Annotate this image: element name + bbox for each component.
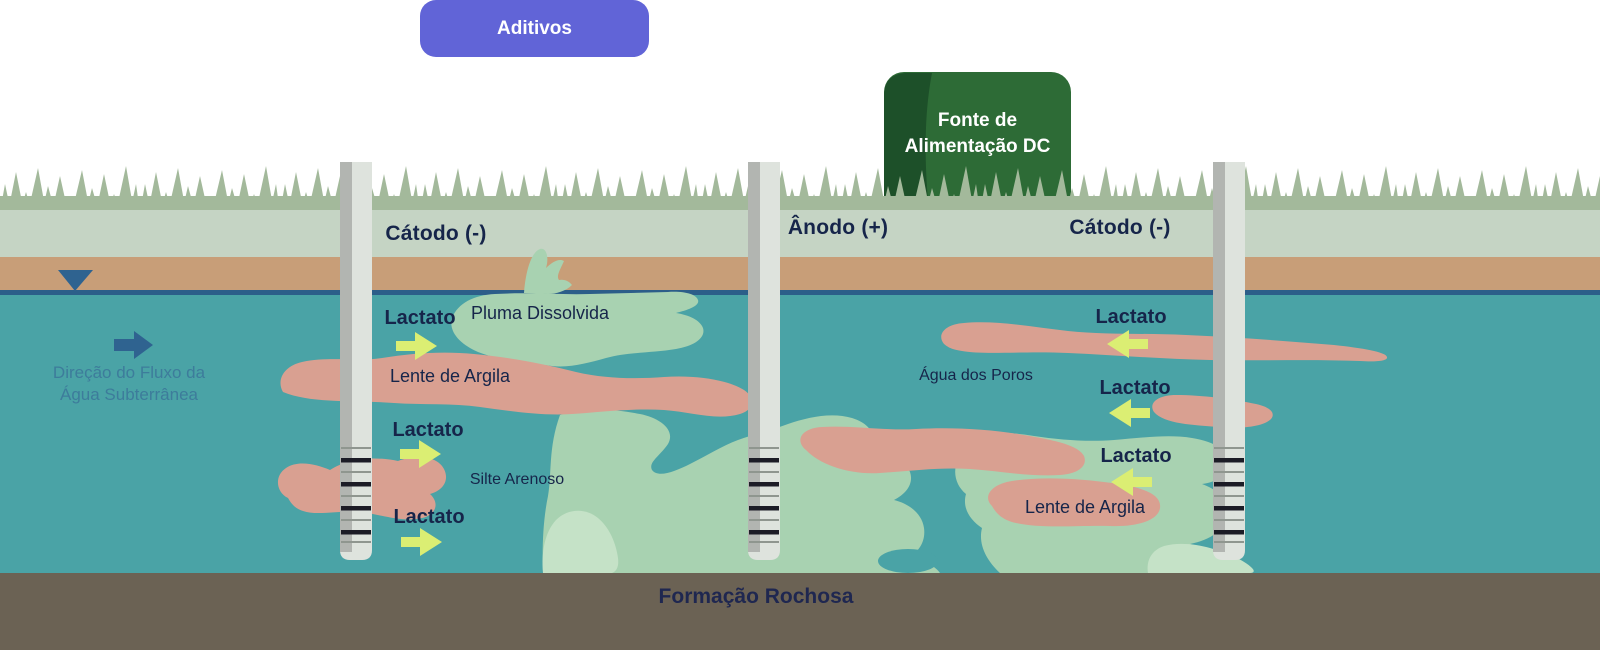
- clay-lens-right-label: Lente de Argila: [1024, 497, 1146, 517]
- lactate-arrow-right-icon: [401, 528, 443, 556]
- clay-lens-left-label: Lente de Argila: [389, 366, 511, 386]
- groundwater-flow-label: Direção do Fluxo da Água Subterrânea: [52, 363, 206, 405]
- lactate-label: Lactato: [1100, 445, 1172, 467]
- cathode-right-label: Cátodo (-): [1069, 216, 1171, 239]
- water-table-line: [0, 290, 1600, 295]
- topsoil-layer: [0, 210, 1600, 257]
- dissolved-plume-label: Pluma Dissolvida: [470, 303, 610, 323]
- dc-power-supply-label: Fonte de Alimentação DC: [884, 108, 1071, 159]
- additives-button[interactable]: Aditivos: [420, 0, 649, 57]
- lactate-label: Lactato: [1095, 306, 1167, 328]
- sandy-silt-label: Silte Arenoso: [469, 471, 565, 488]
- flow-arrow-icon: [114, 331, 153, 359]
- vadose-layer: [0, 257, 1600, 291]
- well-right: [1213, 162, 1245, 560]
- well-left: [340, 162, 372, 560]
- psu-label-line2: Alimentação DC: [904, 135, 1051, 157]
- cathode-left-label: Cátodo (-): [385, 222, 487, 245]
- rock-formation-layer: [0, 573, 1600, 650]
- additives-button-label: Aditivos: [497, 17, 572, 39]
- well-screen: [1214, 447, 1244, 543]
- anode-label: Ânodo (+): [787, 216, 889, 239]
- lactate-arrow-left-icon: [1108, 399, 1150, 427]
- lactate-arrow-right-icon: [396, 332, 438, 360]
- well-center: [748, 162, 780, 560]
- lactate-arrow-right-icon: [400, 440, 442, 468]
- pore-water-label: Água dos Poros: [919, 367, 1033, 384]
- plume-teal-pocket: [878, 549, 938, 573]
- lactate-label: Lactato: [393, 506, 465, 528]
- lactate-arrow-left-icon: [1106, 330, 1148, 358]
- grass: [0, 166, 1600, 212]
- psu-label-line1: Fonte de: [937, 110, 1018, 131]
- well-screen: [749, 447, 779, 543]
- well-screen: [341, 447, 371, 543]
- lactate-label: Lactato: [392, 419, 464, 441]
- clay-lens-shapes: [277, 322, 1388, 527]
- lactate-label: Lactato: [384, 307, 456, 329]
- lactate-label: Lactato: [1099, 377, 1171, 399]
- dissolved-plume-light-shapes: [542, 510, 1254, 573]
- water-table-marker-icon: [58, 270, 93, 291]
- lactate-arrow-left-icon: [1110, 468, 1152, 496]
- rock-formation-label: Formação Rochosa: [658, 585, 854, 608]
